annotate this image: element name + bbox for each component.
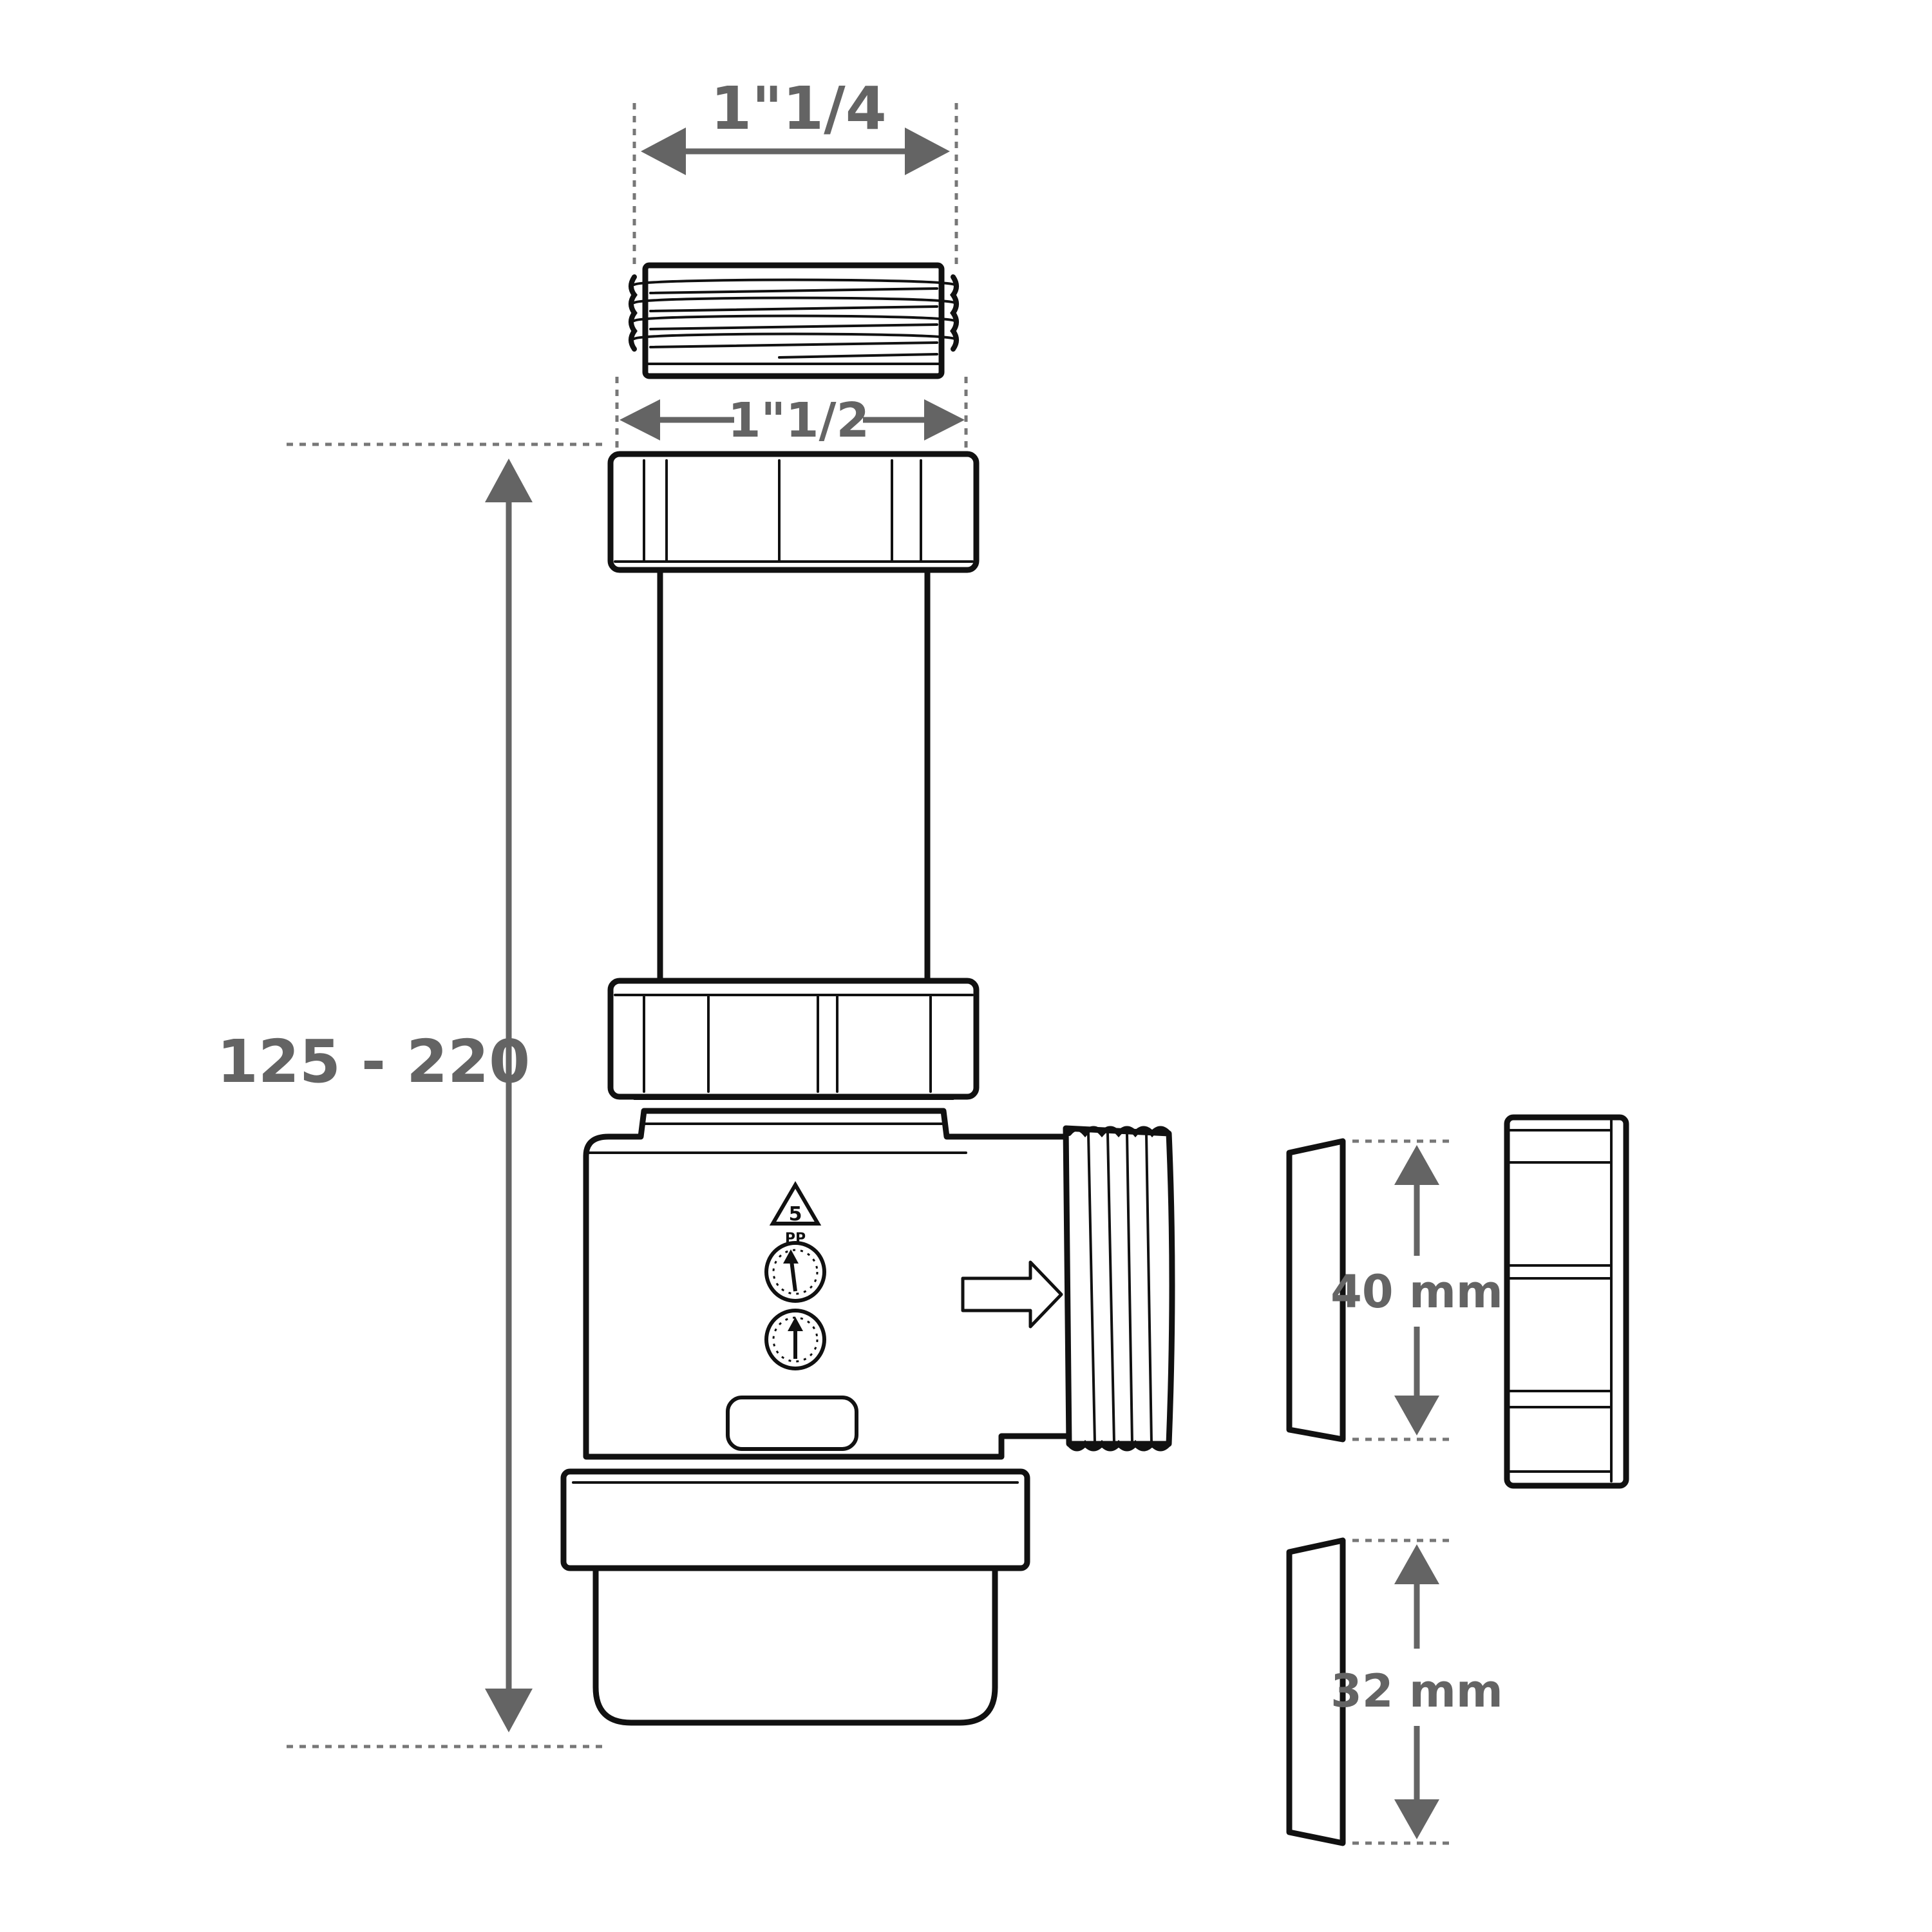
dimension-height: 125 - 220 [217, 442, 609, 1748]
trap-body [583, 1108, 1175, 1460]
adapter-32mm: 32 mm [1286, 1537, 1503, 1846]
date-clock-icon [764, 1241, 826, 1303]
outlet-40mm-label: 40 mm [1331, 1265, 1503, 1318]
dimension-thread-nut: 1"1/2 [615, 377, 968, 451]
bottom-cup [592, 1565, 998, 1726]
recycling-pp-icon: 5 PP [769, 1181, 822, 1247]
flow-direction-arrow-icon [961, 1260, 1063, 1329]
adapter-40mm: 40 mm [1286, 1138, 1503, 1443]
thread-top-label: 1"1/4 [710, 74, 887, 143]
top-nut [607, 451, 980, 573]
date-clock-icon [764, 1309, 826, 1370]
lower-nut [607, 978, 980, 1100]
dimension-thread-top: 1"1/4 [632, 74, 958, 270]
height-range-label: 125 - 220 [217, 1027, 530, 1096]
threaded-spigot [629, 262, 959, 379]
thread-nut-label: 1"1/2 [728, 393, 869, 448]
side-nut [1504, 1114, 1629, 1489]
outlet-32mm-label: 32 mm [1331, 1665, 1503, 1718]
svg-text:5: 5 [789, 1203, 802, 1226]
extension-tube [657, 567, 931, 984]
bottom-ring [560, 1468, 1030, 1571]
